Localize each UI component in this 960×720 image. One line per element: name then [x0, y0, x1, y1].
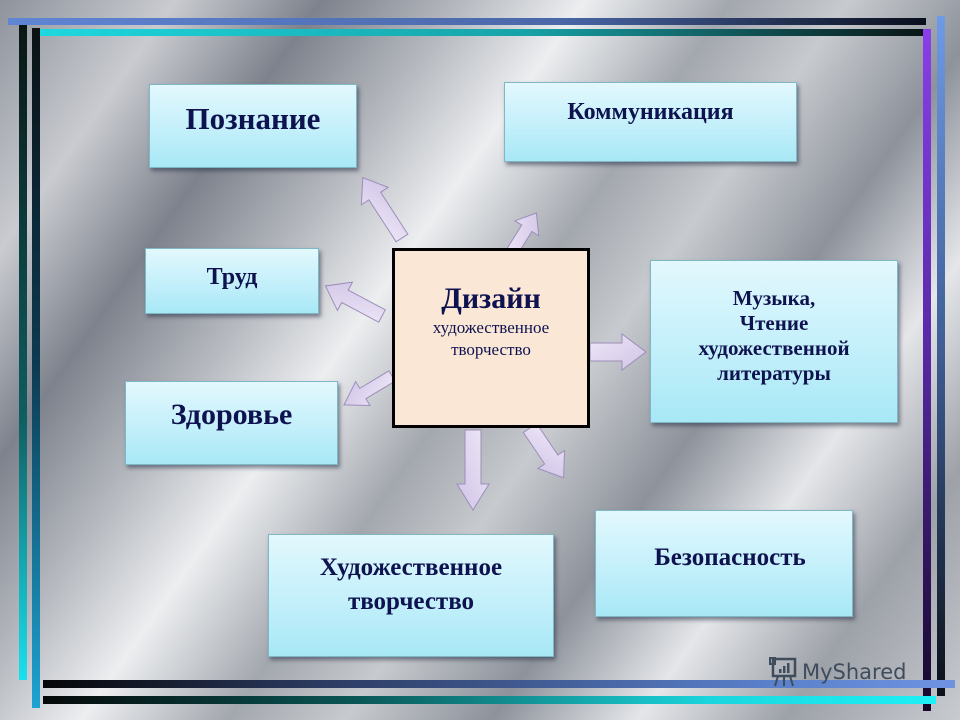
node-muzyka-line2: Чтение [739, 310, 809, 335]
node-poznanie-label: Познание [185, 101, 321, 136]
node-kommunikaciya-label: Коммуникация [567, 98, 734, 125]
node-zdorovye: Здоровье [125, 381, 338, 465]
node-zdorovye-label: Здоровье [170, 398, 293, 431]
arrow-to-poznanie [360, 176, 409, 243]
presentation-board-icon [769, 657, 797, 687]
center-subtitle-line1: художественное [432, 318, 550, 337]
frame-left-bar-blue [32, 28, 40, 708]
node-muzyka-line1: Музыка, [732, 285, 816, 310]
node-muzyka-line4: литературы [717, 360, 831, 385]
node-bezopasnost-label: Безопасность [654, 543, 806, 571]
node-kommunikaciya: Коммуникация [504, 82, 797, 162]
watermark-logo: MyShared [768, 656, 906, 688]
arrow-to-trud [324, 281, 386, 323]
arrow-to-zdorovye [343, 370, 396, 407]
frame-left-bar-dark [19, 25, 27, 680]
watermark-text: MyShared [802, 660, 907, 684]
frame-top-bar-blue [8, 18, 926, 25]
center-node-dizain: Дизайн художественное творчество [392, 248, 590, 428]
frame-bottom-bar-blue [43, 680, 955, 688]
node-bezopasnost: Безопасность [595, 510, 853, 617]
node-hud-tvorchestvo: Художественное творчество [268, 534, 554, 657]
node-muzyka-chtenie: Музыка, Чтение художественной литературы [650, 260, 898, 423]
frame-top-bar-cyan [32, 29, 926, 36]
arrow-to-bezopasnost [522, 422, 566, 479]
node-muzyka-line3: художественной [698, 335, 850, 360]
frame-bottom-bar-cyan [43, 696, 936, 704]
center-subtitle-line2: творчество [451, 340, 531, 359]
arrow-to-hud-tvorchestvo [456, 429, 490, 511]
node-poznanie: Познание [149, 84, 357, 168]
arrow-to-muzyka [589, 333, 647, 371]
node-hud-line1: Художественное [319, 553, 503, 581]
node-hud-line2: творчество [347, 587, 475, 615]
frame-right-bar-blue [937, 16, 945, 696]
node-trud-label: Труд [206, 263, 258, 290]
center-title: Дизайн [441, 282, 541, 315]
frame-right-bar-purple [923, 29, 931, 711]
node-trud: Труд [145, 248, 319, 314]
